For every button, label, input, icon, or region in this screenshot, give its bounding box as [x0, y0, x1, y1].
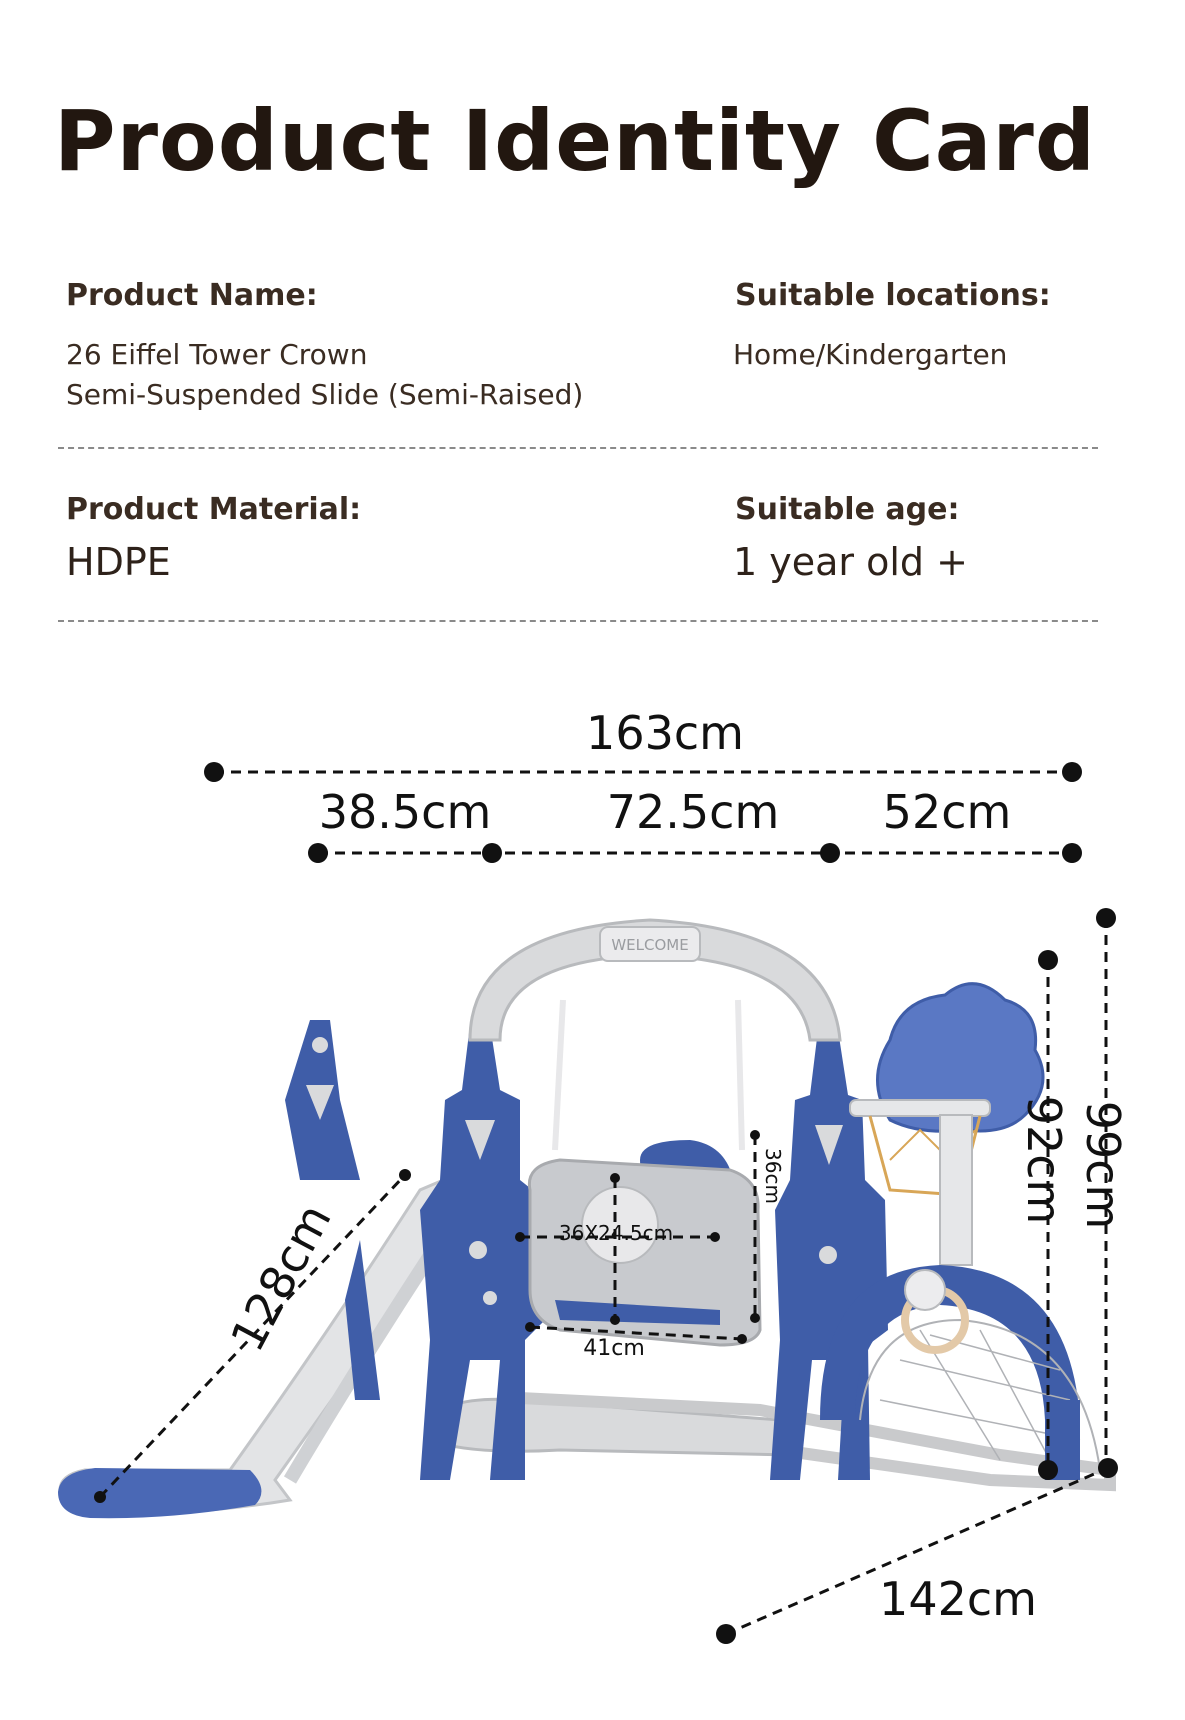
dot [750, 1313, 760, 1323]
dot [204, 762, 224, 782]
dot [308, 843, 328, 863]
dim-seat-width: 41cm [583, 1336, 645, 1361]
dim-seat-width-line [529, 1325, 743, 1341]
dot [1062, 762, 1082, 782]
dot [94, 1491, 106, 1503]
dim-segment-middle: 72.5cm [607, 785, 780, 839]
tower-left-dot [469, 1241, 487, 1259]
dot [610, 1173, 620, 1183]
dim-depth-line [725, 1466, 1109, 1636]
goal-net [859, 1318, 1101, 1471]
tower-right-cutout [815, 1125, 843, 1165]
dim-seat-size: 36X24.5cm [559, 1221, 673, 1245]
goal-arch [820, 1265, 1080, 1420]
swing-rope-left [552, 999, 566, 1151]
swing-rope-right [735, 999, 745, 1151]
dot [482, 843, 502, 863]
dim-total-width: 163cm [586, 706, 744, 760]
hoop-pole [939, 1114, 973, 1266]
left-tower-window [312, 1037, 328, 1053]
locations-value: Home/Kindergarten [733, 338, 1008, 371]
welcome-sign [599, 926, 701, 962]
dot [1098, 1458, 1118, 1478]
dot [1062, 843, 1082, 863]
product-name-line2: Semi-Suspended Slide (Semi-Raised) [66, 378, 584, 411]
dim-depth: 142cm [879, 1572, 1037, 1626]
swing-arch [468, 918, 842, 1042]
left-tower-hole [306, 1085, 334, 1120]
material-label: Product Material: [66, 492, 362, 527]
dot [1038, 950, 1058, 970]
dot [399, 1169, 411, 1181]
tower-left-cutout [465, 1120, 495, 1160]
dim-segment-left: 38.5cm [319, 785, 492, 839]
dot [610, 1315, 620, 1325]
dot [525, 1322, 535, 1332]
dim-hoop-height: 92cm [1017, 1096, 1071, 1225]
hoop-rim [849, 1099, 991, 1117]
dim-seat-height: 36cm [761, 1148, 785, 1204]
dim-segment-right: 52cm [883, 785, 1012, 839]
ring-toss-knob [904, 1269, 946, 1311]
dot [820, 843, 840, 863]
dimension-dots [94, 762, 1118, 1644]
slide-end [58, 1468, 262, 1519]
material-value: HDPE [66, 540, 171, 584]
dot [737, 1334, 747, 1344]
age-label: Suitable age: [735, 492, 960, 527]
playset-illustration: WELCOME [58, 918, 1116, 1519]
product-name-line1: 26 Eiffel Tower Crown [66, 338, 368, 371]
product-name-label: Product Name: [66, 278, 318, 313]
dot [515, 1232, 525, 1242]
dot [710, 1232, 720, 1242]
page-title: Product Identity Card [54, 92, 1096, 190]
swing-seat-center [581, 1186, 659, 1264]
dot [750, 1130, 760, 1140]
divider-bottom [58, 620, 1098, 622]
tower-left-dot2 [483, 1291, 497, 1305]
tower-right-dot [819, 1246, 837, 1264]
welcome-sign-text: WELCOME [611, 936, 688, 954]
goal-net-grid [879, 1329, 1081, 1461]
dim-slide-line [98, 1173, 407, 1499]
dim-total-height: 99cm [1076, 1101, 1130, 1230]
age-value: 1 year old + [733, 540, 968, 584]
dimension-lines [98, 770, 1109, 1636]
left-tower-legs [345, 1240, 380, 1400]
dot [1038, 1460, 1058, 1480]
swing-seat [555, 1300, 720, 1325]
dot [716, 1624, 736, 1644]
dot [1096, 908, 1116, 928]
divider-top [58, 447, 1098, 449]
locations-label: Suitable locations: [735, 278, 1051, 313]
